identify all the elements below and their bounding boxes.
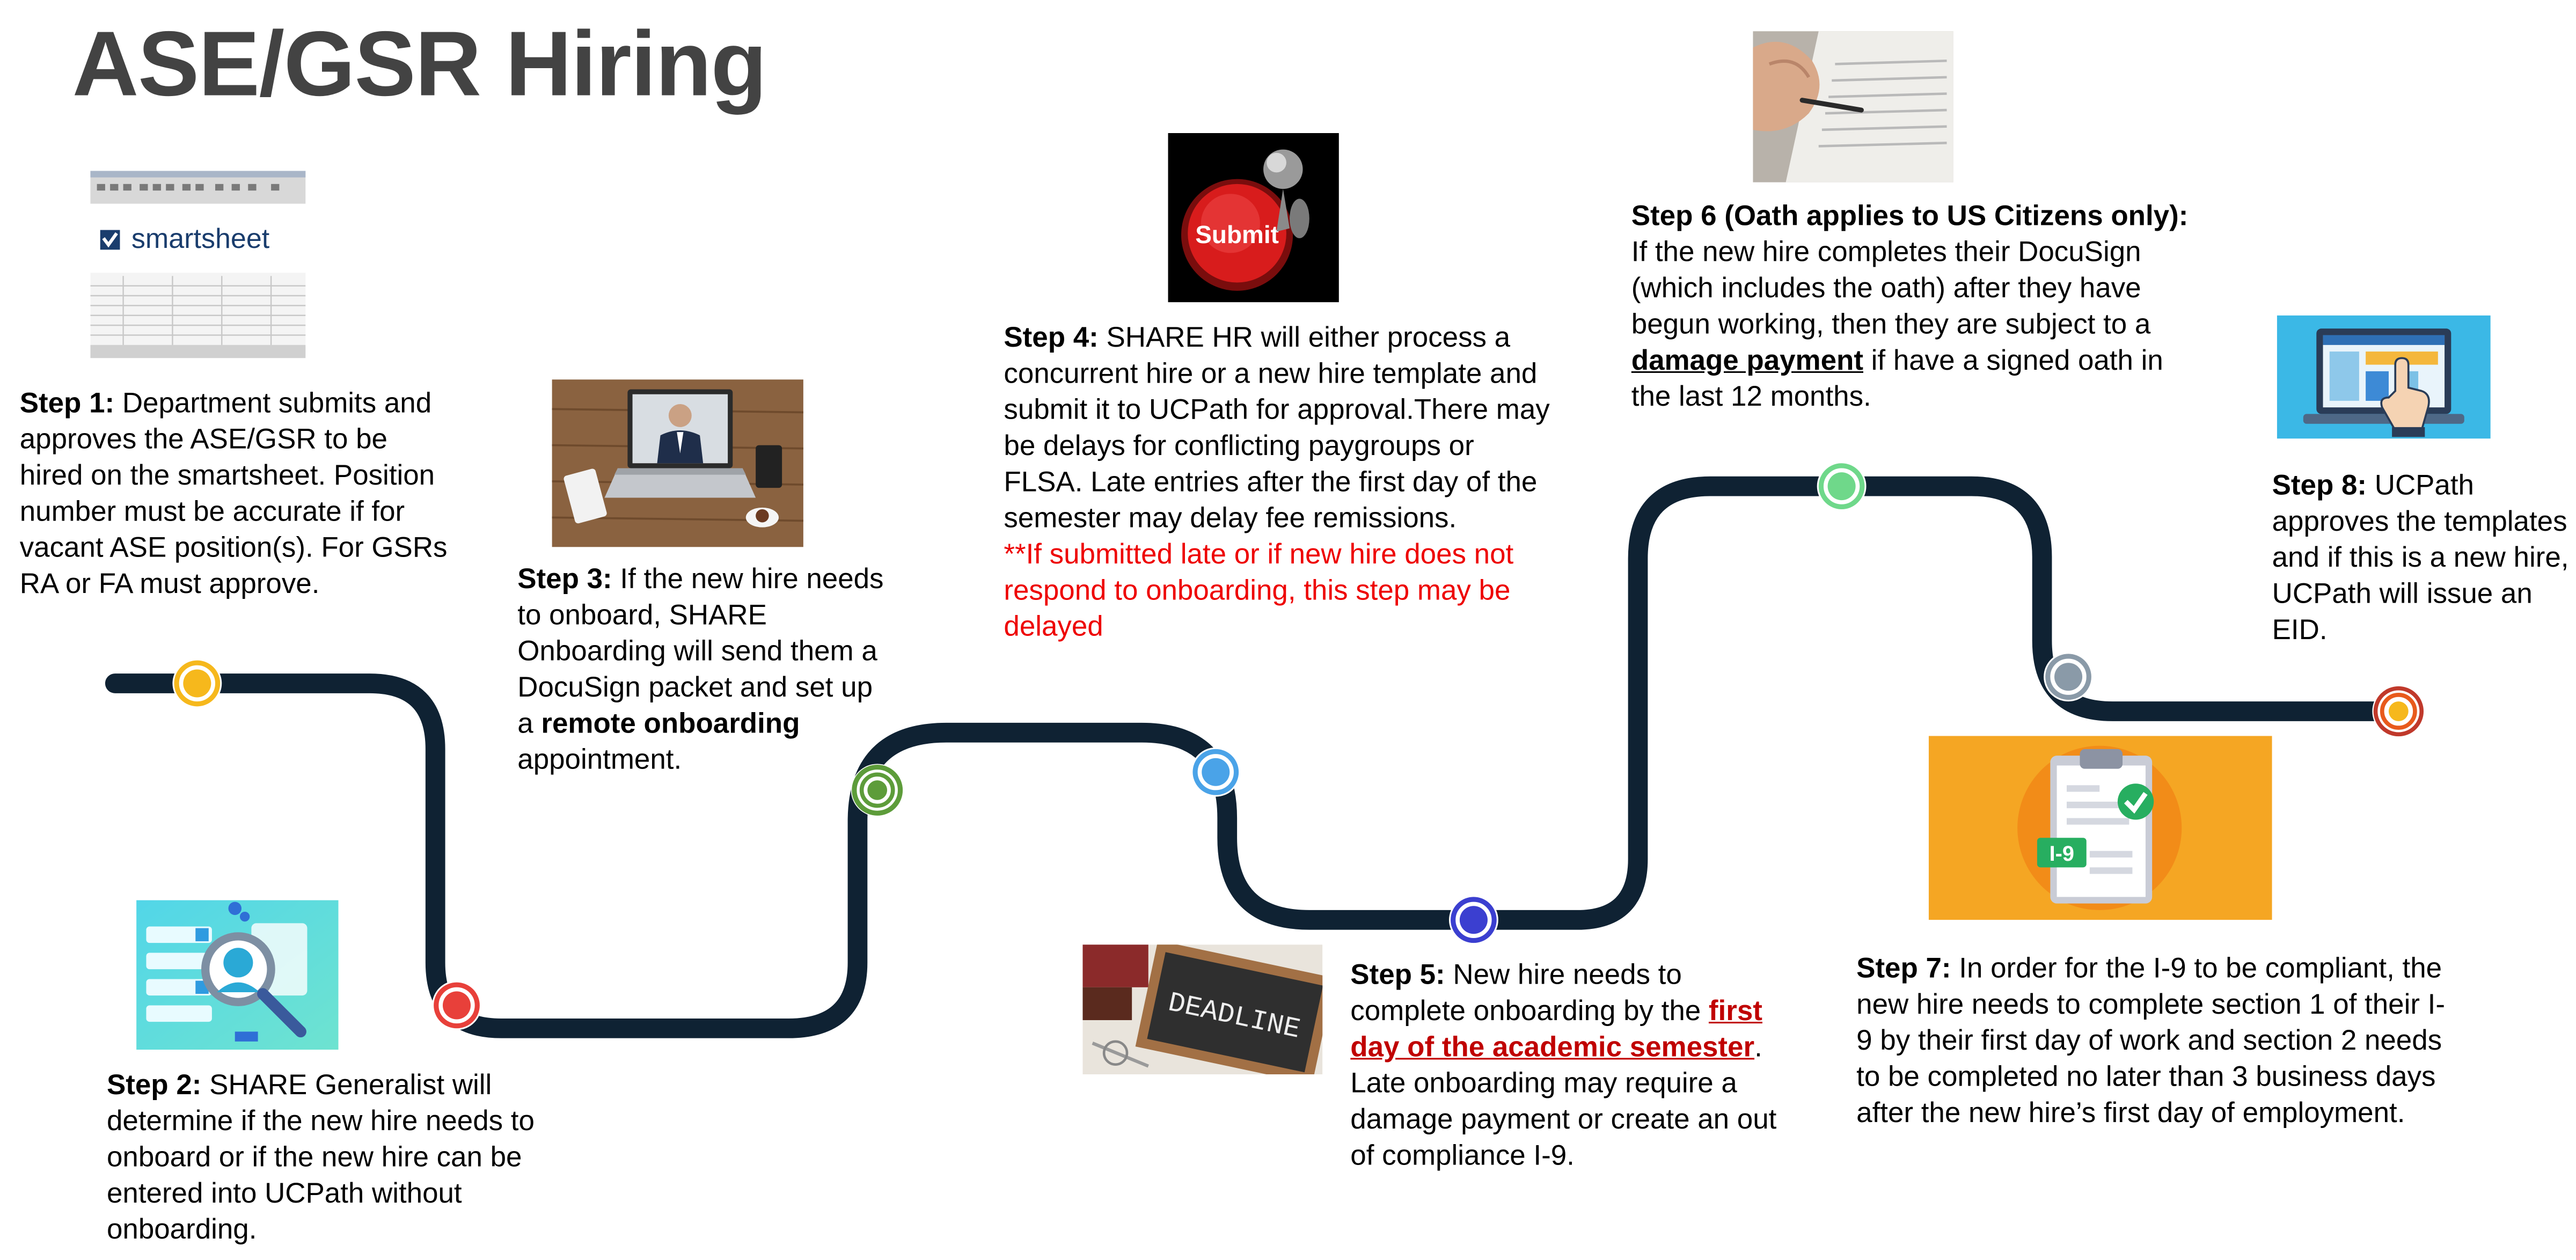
submit-label: Submit [1195, 221, 1279, 248]
step-8-text: Step 8: UCPath approves the templates an… [2272, 466, 2571, 647]
step-2-label: Step 2: [106, 1067, 202, 1101]
marker-step-5 [1448, 895, 1498, 945]
marker-step-4 [1191, 747, 1241, 797]
signing-oath-photo [1753, 31, 1953, 182]
i9-clipboard-image: I-9 [1928, 736, 2272, 920]
step-3-description-end: appointment. [517, 742, 682, 775]
marker-step-3 [851, 764, 904, 817]
step-4-text: Step 4: SHARE HR will either process a c… [1004, 319, 1554, 644]
step-1-text: Step 1: Department submits and approves … [20, 384, 455, 601]
step-3-label: Step 3: [517, 561, 612, 595]
step-1-description: Department submits and approves the ASE/… [19, 386, 448, 600]
remote-onboarding-photo [552, 379, 803, 547]
step-4-description: SHARE HR will either process a concurren… [1004, 320, 1550, 534]
step-5-text: Step 5: New hire needs to complete onboa… [1350, 956, 1797, 1173]
step-8-label: Step 8: [2272, 468, 2367, 501]
step-8-description: UCPath approves the templates and if thi… [2272, 468, 2569, 646]
marker-step-1 [172, 658, 222, 708]
marker-step-8 [2372, 685, 2425, 738]
step-3-text: Step 3: If the new hire needs to onboard… [517, 560, 895, 777]
damage-payment-link[interactable]: damage payment [1631, 343, 1863, 377]
generalist-search-image [136, 900, 339, 1050]
marker-step-7 [2044, 652, 2093, 702]
step-6-label: Step 6 (Oath applies to US Citizens only… [1631, 199, 2189, 232]
step-5-description-end: . Late onboarding may require a damage p… [1350, 1030, 1777, 1171]
ucpath-laptop-image [2277, 315, 2491, 439]
first-day-of-semester-link[interactable]: first day of the academic semester [1350, 994, 1762, 1063]
step-2-description: SHARE Generalist will determine if the n… [106, 1067, 535, 1246]
step-6-description-end: if have a signed oath in the last 12 mon… [1631, 343, 2163, 413]
smartsheet-logo-text: smartsheet [131, 223, 270, 254]
step-6-description: If the new hire completes their DocuSign… [1631, 235, 2151, 340]
step-3-remote-onboarding: remote onboarding [541, 706, 800, 739]
step-6-text: Step 6 (Oath applies to US Citizens only… [1631, 197, 2190, 414]
step-4-warning: **If submitted late or if new hire does … [1004, 537, 1514, 642]
page-title: ASE/GSR Hiring [72, 11, 767, 115]
marker-step-2 [432, 980, 481, 1030]
i9-label: I-9 [2050, 842, 2074, 866]
marker-step-6 [1817, 461, 1867, 511]
step-7-text: Step 7: In order for the I-9 to be compl… [1856, 949, 2456, 1130]
step-7-description: In order for the I-9 to be compliant, th… [1856, 951, 2446, 1129]
deadline-chalkboard-photo: DEADLINE [1082, 940, 1335, 1085]
submit-button-image: Submit [1168, 133, 1339, 303]
step-1-label: Step 1: [19, 386, 115, 419]
step-2-text: Step 2: SHARE Generalist will determine … [107, 1066, 583, 1247]
step-5-description: New hire needs to complete onboarding by… [1350, 957, 1709, 1027]
step-5-label: Step 5: [1350, 957, 1445, 991]
step-7-label: Step 7: [1856, 951, 1951, 984]
step-4-label: Step 4: [1004, 320, 1099, 354]
step-3-description: If the new hire needs to onboard, SHARE … [517, 561, 884, 739]
smartsheet-screenshot-image: smartsheet [90, 171, 306, 358]
